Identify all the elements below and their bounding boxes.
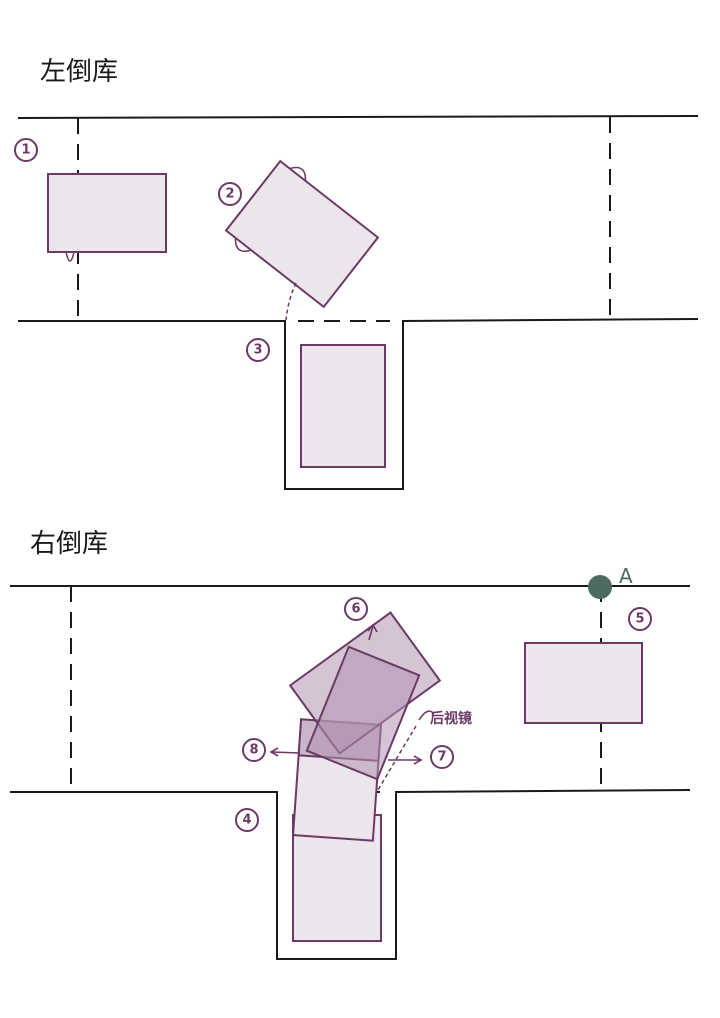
step-4-badge bbox=[235, 808, 259, 832]
arrow-step-7 bbox=[388, 755, 423, 765]
left-road-bottom-line-with-garage bbox=[18, 318, 699, 490]
step-3-label: 3 bbox=[253, 343, 262, 358]
car-step-1 bbox=[47, 173, 167, 262]
car-step-2 bbox=[224, 159, 380, 309]
step-6-label: 6 bbox=[351, 602, 360, 617]
arrow-step-6 bbox=[367, 623, 378, 641]
left-section-title: 左倒库 bbox=[40, 57, 118, 87]
mirror-annotation: 后视镜 bbox=[430, 710, 472, 727]
step-7-label: 7 bbox=[437, 750, 446, 765]
step-1-badge bbox=[14, 138, 38, 162]
left-road-top-line bbox=[17, 115, 699, 119]
mirror-trace bbox=[377, 725, 417, 791]
step-5-badge bbox=[628, 607, 652, 631]
right-section-title: 右倒库 bbox=[30, 529, 108, 559]
arrow-step-8 bbox=[269, 747, 301, 757]
car-step-3 bbox=[300, 344, 386, 468]
step-3-badge bbox=[246, 338, 270, 362]
car-step-7 bbox=[305, 645, 421, 781]
right-road-bottom-line-with-garage bbox=[10, 789, 691, 960]
car-1-body bbox=[47, 173, 167, 253]
step-2-badge bbox=[218, 182, 242, 206]
car-2-trace bbox=[285, 282, 297, 321]
step-8-label: 8 bbox=[249, 743, 258, 758]
step-1-label: 1 bbox=[21, 143, 30, 158]
step-5-label: 5 bbox=[635, 612, 644, 627]
point-a-label: A bbox=[619, 564, 633, 588]
car-step-5 bbox=[524, 642, 643, 724]
car-7-body bbox=[305, 645, 421, 781]
step-6-badge bbox=[344, 597, 368, 621]
step-2-label: 2 bbox=[225, 187, 234, 202]
point-a-marker bbox=[588, 575, 612, 599]
step-7-badge bbox=[430, 745, 454, 769]
mirror-indicator bbox=[418, 710, 435, 721]
car-1-mirror bbox=[65, 251, 75, 262]
step-4-label: 4 bbox=[242, 813, 251, 828]
car-2-body bbox=[224, 159, 380, 309]
step-8-badge bbox=[242, 738, 266, 762]
